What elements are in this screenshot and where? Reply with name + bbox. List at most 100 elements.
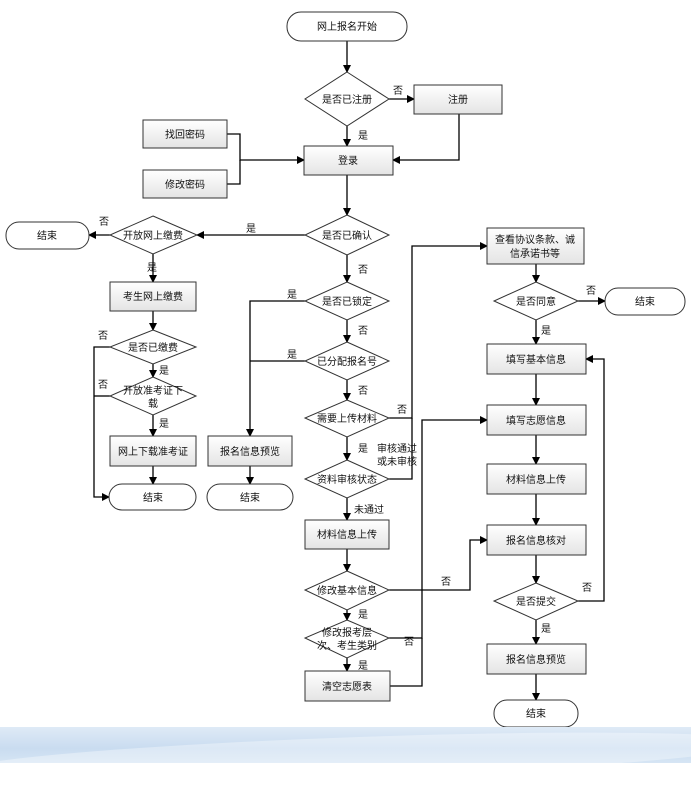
label-review-pass-1: 审核通过 [377, 442, 417, 455]
fill-wish-label: 填写志愿信息 [506, 414, 566, 427]
change-password-box [142, 169, 228, 199]
label-upload-no: 否 [397, 404, 407, 416]
decision-ticket-open-label-2: 载 [148, 398, 158, 410]
edges [88, 41, 606, 701]
label-payopen-no: 否 [99, 216, 109, 228]
label-lock-no: 否 [358, 325, 368, 337]
decision-review-status [303, 459, 391, 499]
label-submit-yes: 是 [541, 623, 551, 635]
label-paid-no: 否 [98, 330, 108, 342]
end-pay-label: 结束 [143, 491, 163, 504]
decision-modify-level-label-2: 次、考生类别 [317, 639, 377, 652]
decision-agree [492, 281, 580, 321]
decision-confirmed-label: 是否已确认 [322, 229, 372, 242]
edge-register-to-login [392, 114, 460, 164]
edge-locked-yes-to-preview [246, 300, 305, 437]
decision-assigned-label: 已分配报名号 [317, 355, 377, 368]
preview-left-box [207, 435, 293, 467]
find-password-box [142, 119, 228, 149]
change-password-label: 修改密码 [165, 178, 205, 191]
edge-labels: 否 是 是 否 否 是 否 是 否 是 是 否 是 否 否 是 审核通过 或未审… [98, 85, 596, 672]
upload-mid-label: 材料信息上传 [317, 528, 377, 541]
label-payopen-yes: 是 [147, 262, 157, 274]
end-preview-terminator [206, 483, 294, 511]
label-assign-no: 否 [358, 385, 368, 397]
decision-modify-basic-label: 修改基本信息 [317, 584, 377, 597]
pay-online-box [109, 281, 197, 312]
decision-upload-needed [303, 399, 391, 438]
clear-wish-label: 清空志愿表 [322, 680, 372, 693]
register-label: 注册 [448, 93, 468, 106]
end-left-label: 结束 [37, 229, 57, 242]
pay-online-label: 考生网上缴费 [123, 290, 183, 303]
label-assign-yes: 是 [287, 349, 297, 361]
verify-label: 报名信息核对 [506, 534, 566, 547]
agreement-label-2: 信承诺书等 [510, 247, 560, 260]
label-reg-yes: 是 [358, 130, 368, 142]
end-agree-label: 结束 [635, 295, 655, 308]
decision-paid [108, 329, 198, 365]
edge-review-pass-to-agreement [389, 418, 413, 480]
fill-wish-box [486, 404, 587, 436]
label-reg-no: 否 [393, 85, 403, 97]
edge-modifybasic-no-to-verify [389, 536, 488, 591]
end-final-terminator [493, 699, 579, 727]
edge-clear-to-connector [390, 638, 423, 687]
decision-locked-label: 是否已锁定 [322, 295, 372, 308]
verify-box [486, 524, 587, 556]
decision-submit [492, 582, 580, 621]
decision-review-status-label: 资料审核状态 [317, 473, 377, 486]
label-review-fail: 未通过 [354, 503, 384, 516]
login-box [303, 145, 394, 176]
decision-online-pay-open-label: 开放网上缴费 [123, 229, 183, 242]
label-ticket-yes: 是 [159, 418, 169, 430]
decision-agree-label: 是否同意 [516, 295, 556, 308]
decision-submit-label: 是否提交 [516, 595, 556, 608]
decision-modify-basic [303, 570, 391, 611]
preview-right-label: 报名信息预览 [506, 653, 566, 666]
agreement-label-1: 查看协议条款、诚 [495, 233, 575, 246]
clear-wish-box [304, 670, 391, 702]
decision-ticket-open [108, 376, 198, 416]
label-review-pass-2: 或未审核 [377, 455, 417, 468]
upload-right-label: 材料信息上传 [506, 473, 566, 486]
nodes: 网上报名开始 是否已注册 注册 找回密码 修改密码 登录 是否已确认 结束 开放… [5, 11, 686, 727]
end-preview-label: 结束 [240, 491, 260, 504]
label-basic-no: 否 [441, 576, 451, 588]
upload-mid-box [304, 519, 390, 550]
edge-upload-no-to-agreement [389, 242, 488, 419]
decision-modify-level-label-1: 修改报考层 [322, 626, 372, 639]
label-paid-yes: 是 [159, 365, 169, 377]
agreement-box [486, 227, 585, 265]
end-agree-terminator [604, 287, 686, 316]
fill-basic-label: 填写基本信息 [506, 353, 566, 366]
download-ticket-box [109, 435, 197, 467]
decision-confirmed [303, 214, 391, 256]
edge-changepwd-connector [227, 160, 241, 185]
label-upload-yes: 是 [358, 443, 368, 455]
decision-ticket-open-label-1: 开放准考证下 [123, 384, 183, 397]
edge-submit-no-to-fillbasic [578, 355, 605, 602]
preview-right-box [486, 643, 587, 675]
decision-registered [304, 71, 390, 127]
label-conf-no: 否 [358, 264, 368, 276]
label-basic-yes: 是 [358, 609, 368, 621]
label-submit-no: 否 [582, 582, 592, 594]
decision-paid-label: 是否已缴费 [128, 341, 178, 354]
decision-locked [303, 281, 391, 321]
label-ticket-no: 否 [98, 379, 108, 391]
flowchart: 网上报名开始 是否已注册 注册 找回密码 修改密码 登录 是否已确认 结束 开放… [5, 11, 686, 727]
label-agree-yes: 是 [541, 325, 551, 337]
upload-right-box [486, 463, 587, 495]
login-label: 登录 [338, 154, 358, 167]
register-box [413, 84, 503, 115]
fill-basic-box [486, 343, 587, 375]
label-lock-yes: 是 [287, 289, 297, 301]
decision-upload-needed-label: 需要上传材料 [317, 412, 377, 425]
decorative-footer-band [0, 727, 691, 763]
decision-registered-label: 是否已注册 [322, 93, 372, 106]
decision-assigned [303, 341, 391, 381]
edge-paid-no-to-end [93, 346, 110, 501]
label-level-no: 否 [404, 636, 414, 648]
find-password-label: 找回密码 [165, 128, 205, 141]
